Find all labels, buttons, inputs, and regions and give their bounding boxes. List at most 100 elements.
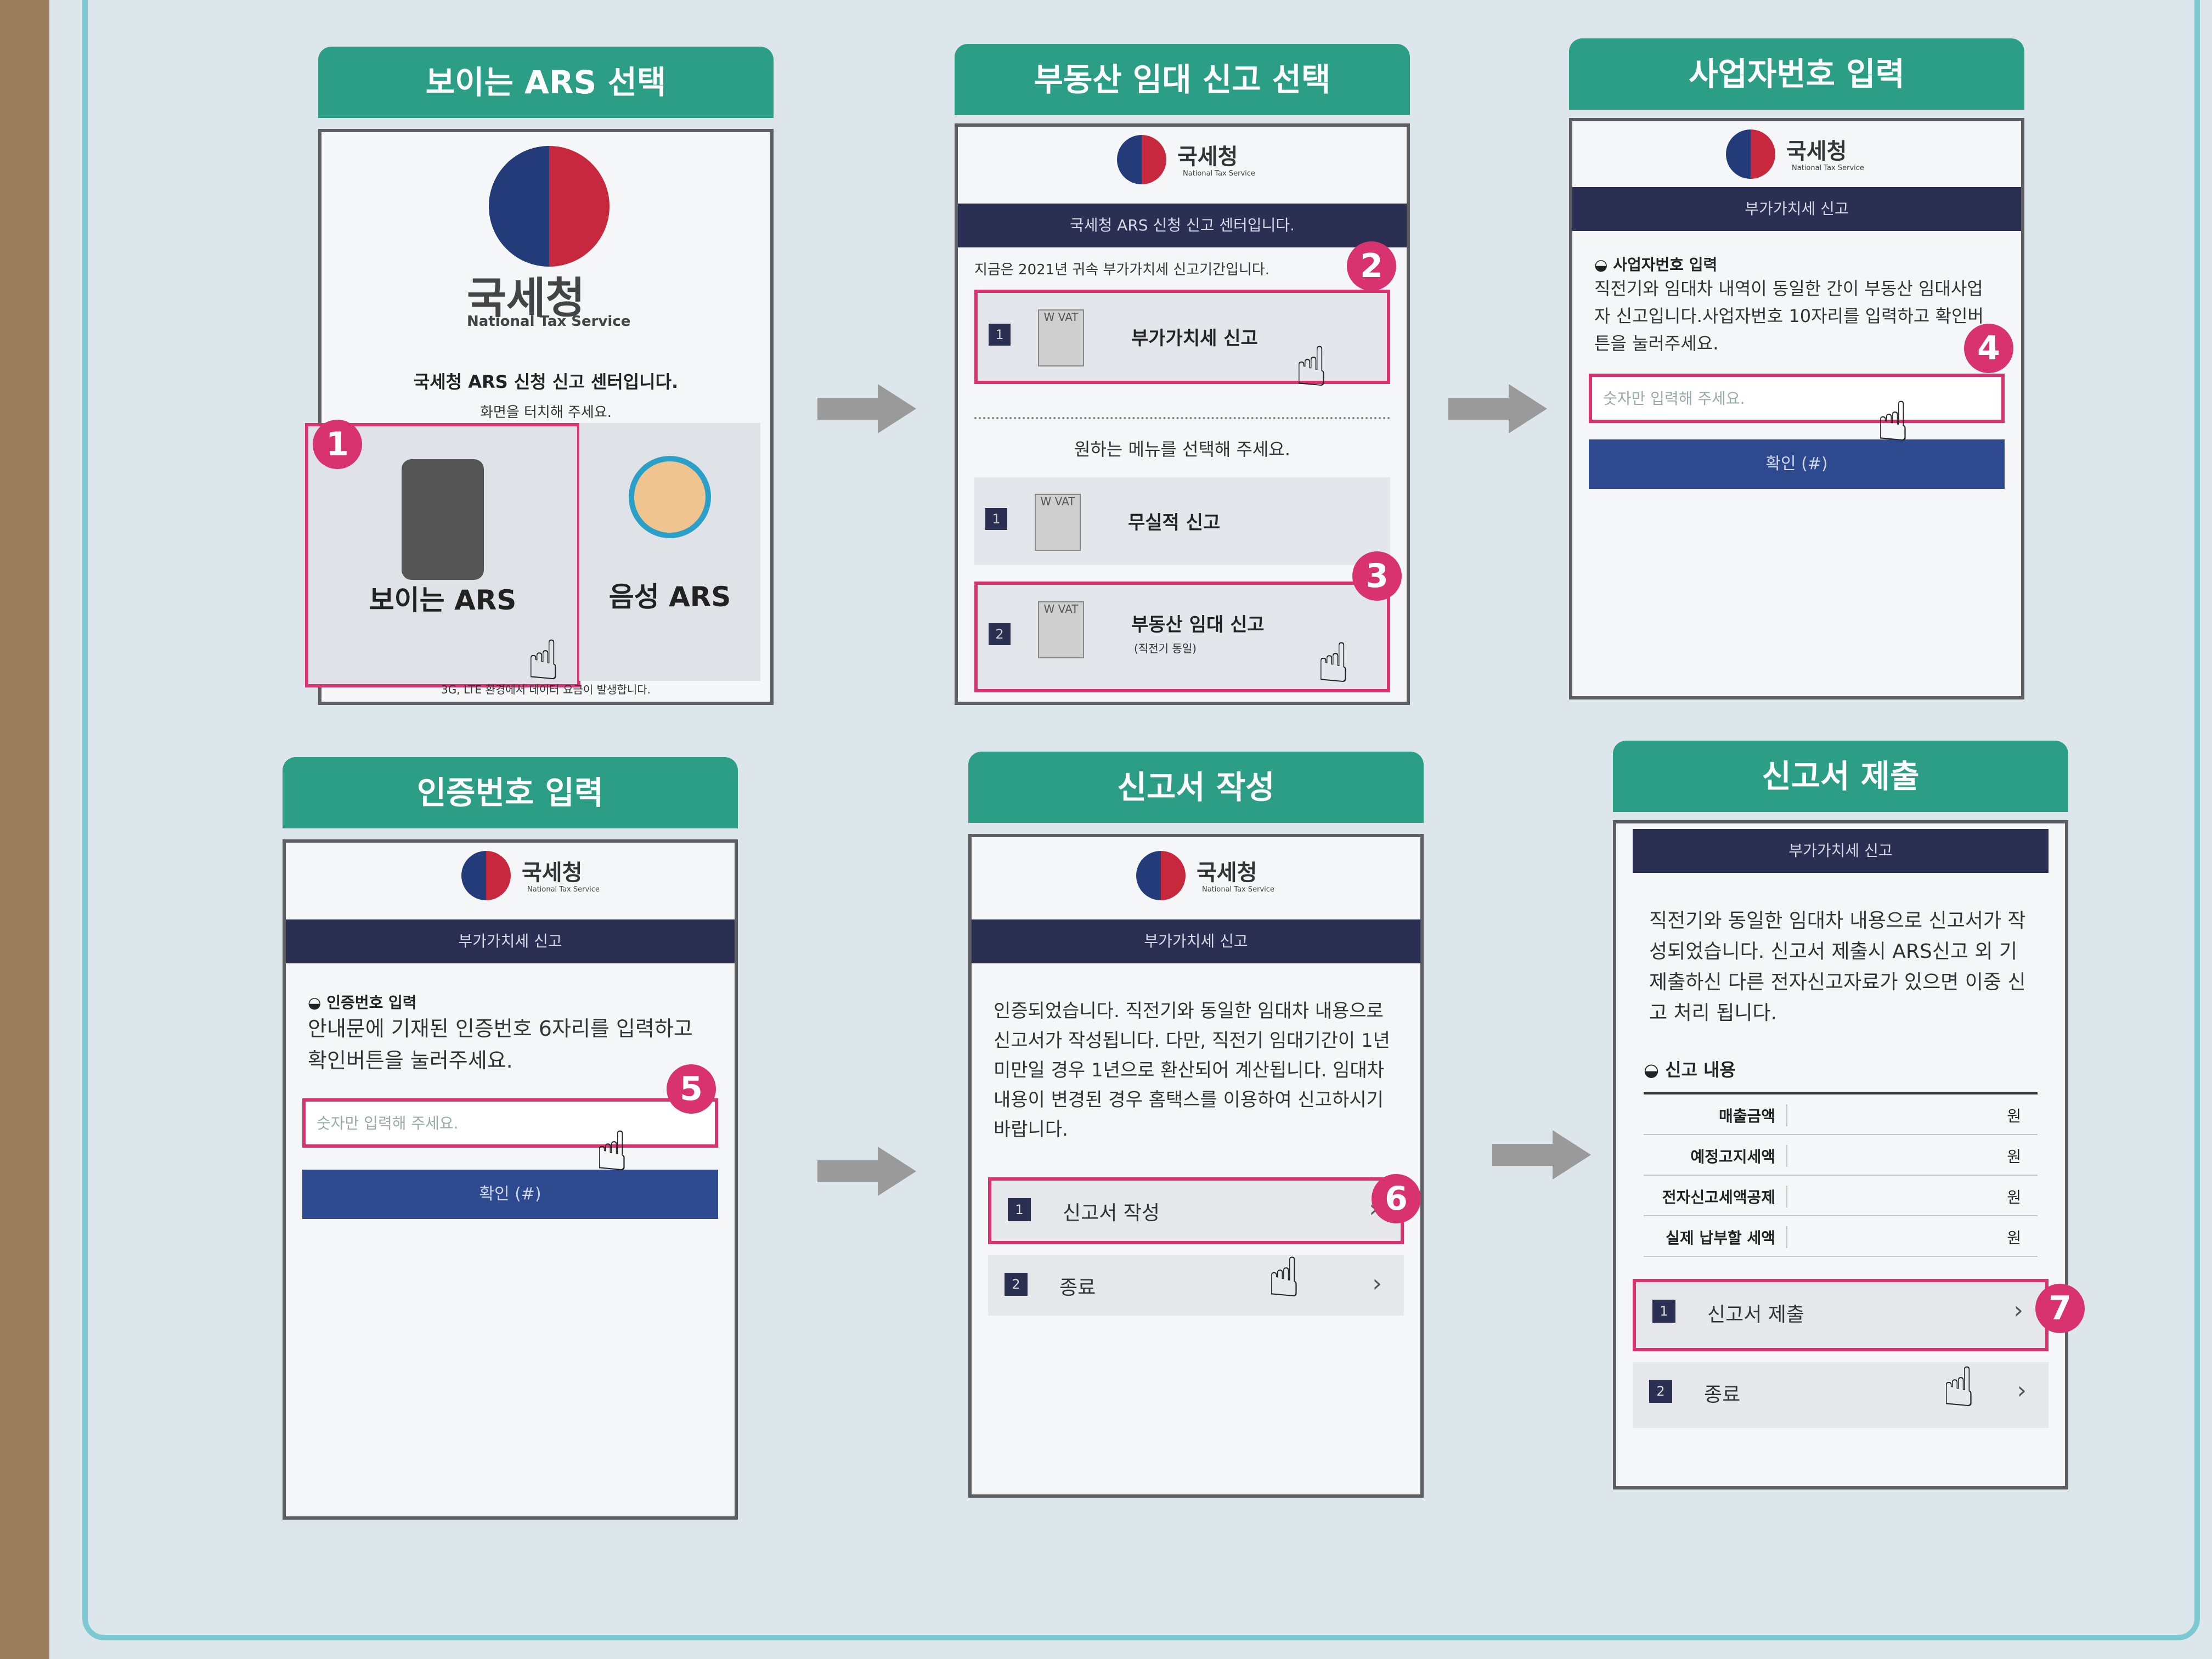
menu-sublabel: (직전기 동일)	[1134, 642, 1197, 655]
arrow-right-icon	[1492, 1130, 1591, 1180]
vat-document-icon: W VAT	[1038, 309, 1084, 366]
step-1-title: 보이는 ARS 선택	[318, 47, 774, 118]
pointing-hand-icon: ☝	[527, 628, 560, 692]
logo-small: 국세청 National Tax Service	[972, 843, 1420, 909]
menu-item-no-performance[interactable]: 1 W VAT 무실적 신고	[974, 477, 1390, 565]
title-bar: 부가가치세 신고	[972, 919, 1420, 963]
pointing-hand-icon: ☝	[1876, 390, 1910, 454]
taeguk-logo-icon	[489, 146, 610, 267]
step-1: 보이는 ARS 선택 국세청 National Tax Service 국세청 …	[305, 47, 774, 705]
item-number: 1	[989, 324, 1011, 346]
step-badge-7: 7	[2035, 1284, 2085, 1333]
step-badge-3: 3	[1352, 551, 1402, 601]
field-label: 인증번호 입력	[326, 994, 417, 1012]
voice-ars-option[interactable]: 음성 ARS	[579, 423, 760, 681]
step-2: 부동산 임대 신고 선택 국세청 National Tax Service 국세…	[955, 44, 1410, 705]
result-text: 직전기와 동일한 임대차 내용으로 신고서가 작성되었습니다. 신고서 제출시 …	[1649, 910, 2026, 1024]
write-report-item[interactable]: 1 신고서 작성 ›	[988, 1177, 1404, 1244]
row-label: 예정고지세액	[1644, 1145, 1787, 1167]
logo-name: 국세청	[522, 860, 583, 885]
menu-item-vat[interactable]: 1 W VAT 부가가치세 신고	[974, 290, 1390, 384]
period-notice: 지금은 2021년 귀속 부가가치세 신고기간입니다.	[974, 262, 1270, 278]
logo-name: 국세청	[1197, 860, 1257, 885]
pointing-hand-icon: ☝	[1295, 335, 1328, 399]
confirm-button[interactable]: 확인 (#)	[302, 1170, 718, 1219]
taeguk-logo-icon	[1117, 135, 1166, 184]
logo-small: 국세청 National Tax Service	[286, 843, 735, 909]
item-label: 종료	[1704, 1384, 1741, 1406]
logo-small: 국세청 National Tax Service	[1572, 121, 2021, 187]
headset-agent-icon	[629, 456, 711, 538]
field-label-row: ◒ 사업자번호 입력	[1572, 253, 2021, 275]
row-value: 원	[2007, 1107, 2021, 1125]
row-value: 원	[2007, 1148, 2021, 1166]
confirm-button[interactable]: 확인 (#)	[1589, 439, 2005, 489]
phone-screen-6: 부가가치세 신고 직전기와 동일한 임대차 내용으로 신고서가 작성되었습니다.…	[1613, 820, 2068, 1489]
exit-item[interactable]: 2 종료 ›	[988, 1255, 1404, 1316]
phone-screen-1: 국세청 National Tax Service 국세청 ARS 신청 신고 센…	[305, 129, 774, 705]
submit-report-item[interactable]: 1 신고서 제출 ›	[1633, 1279, 2049, 1351]
table-row: 매출금액 원	[1644, 1094, 2038, 1135]
chevron-right-icon: ›	[2013, 1296, 2023, 1324]
auth-code-input[interactable]: 숫자만 입력해 주세요.	[302, 1098, 718, 1148]
item-label: 신고서 작성	[1063, 1202, 1160, 1224]
row-label: 매출금액	[1644, 1104, 1787, 1126]
phone-screen-5: 국세청 National Tax Service 부가가치세 신고 인증되었습니…	[968, 834, 1424, 1498]
bullet-icon: ◒	[308, 994, 327, 1012]
step-badge-2: 2	[1347, 241, 1396, 291]
result-text: 인증되었습니다. 직전기와 동일한 임대차 내용으로 신고서가 작성됩니다. 다…	[994, 1000, 1390, 1141]
title-bar: 부가가치세 신고	[1633, 829, 2049, 873]
logo-subtitle: National Tax Service	[1202, 885, 1274, 894]
instruction-text: 안내문에 기재된 인증번호 6자리를 입력하고 확인버튼을 눌러주세요.	[308, 1017, 693, 1073]
visible-ars-option[interactable]: 보이는 ARS	[305, 423, 580, 687]
step-4: 인증번호 입력 국세청 National Tax Service 부가가치세 신…	[283, 757, 738, 1520]
logo-subtitle: National Tax Service	[467, 313, 631, 330]
step-6-title: 신고서 제출	[1613, 741, 2068, 812]
arrow-right-icon	[1448, 384, 1547, 433]
instruction-text: 직전기와 임대차 내역이 동일한 간이 부동산 임대사업자 신고입니다.사업자번…	[1594, 278, 1984, 354]
pointing-hand-icon: ☝	[1267, 1245, 1301, 1310]
step-badge-1: 1	[313, 420, 362, 469]
title-bar: 부가가치세 신고	[1572, 187, 2021, 231]
smartphone-icon	[402, 459, 484, 580]
menu-item-property-lease[interactable]: 2 W VAT 부동산 임대 신고 (직전기 동일)	[974, 582, 1390, 692]
row-value: 원	[2007, 1188, 2021, 1206]
row-label: 전자신고세액공제	[1644, 1186, 1787, 1207]
dotted-divider	[974, 417, 1390, 419]
section-title: 신고 내용	[1665, 1059, 1736, 1080]
phone-screen-4: 국세청 National Tax Service 부가가치세 신고 ◒ 인증번호…	[283, 839, 738, 1520]
taeguk-logo-icon	[1136, 851, 1186, 900]
item-number: 1	[985, 508, 1007, 530]
step-badge-6: 6	[1372, 1174, 1421, 1223]
menu-label: 부동산 임대 신고	[1131, 614, 1265, 636]
step-3: 사업자번호 입력 국세청 National Tax Service 부가가치세 …	[1569, 38, 2024, 699]
taeguk-logo-icon	[1726, 129, 1775, 179]
arrow-right-icon	[817, 1147, 916, 1196]
step-badge-4: 4	[1964, 324, 2013, 373]
item-number: 1	[1008, 1198, 1031, 1221]
item-number: 2	[989, 623, 1011, 645]
field-label-row: ◒ 인증번호 입력	[286, 991, 735, 1013]
logo-name: 국세청	[1177, 144, 1238, 170]
menu-label: 무실적 신고	[1128, 512, 1221, 534]
step-5: 신고서 작성 국세청 National Tax Service 부가가치세 신고…	[968, 752, 1424, 1498]
business-number-input[interactable]: 숫자만 입력해 주세요.	[1589, 374, 2005, 423]
row-label: 실제 납부할 세액	[1644, 1226, 1787, 1248]
logo-name: 국세청	[1786, 139, 1847, 164]
arrow-right-icon	[817, 384, 916, 433]
chevron-right-icon: ›	[2017, 1376, 2027, 1404]
step-5-title: 신고서 작성	[968, 752, 1424, 823]
logo-subtitle: National Tax Service	[1183, 170, 1255, 178]
touch-hint: 화면을 터치해 주세요.	[479, 404, 612, 421]
pointing-hand-icon: ☝	[595, 1119, 629, 1183]
bullet-icon: ◒	[1594, 256, 1613, 274]
exit-item[interactable]: 2 종료 ›	[1633, 1362, 2049, 1428]
section-title-row: ◒ 신고 내용	[1616, 1056, 2065, 1081]
page-border	[82, 0, 2200, 1640]
logo-name: 국세청	[467, 274, 585, 323]
title-bar: 부가가치세 신고	[286, 919, 735, 963]
step-3-title: 사업자번호 입력	[1569, 38, 2024, 110]
phone-screen-2: 국세청 National Tax Service 국세청 ARS 신청 신고 센…	[955, 123, 1410, 705]
